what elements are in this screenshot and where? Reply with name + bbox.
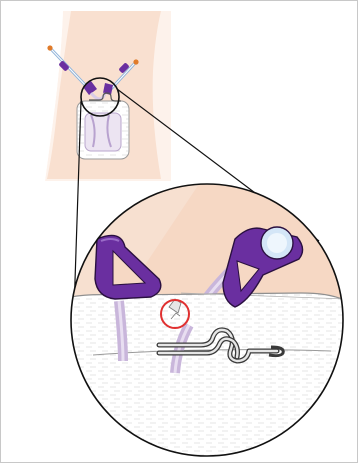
arm-overview — [45, 11, 171, 181]
dressing-large — [61, 293, 346, 461]
magnified-detail — [61, 181, 358, 461]
